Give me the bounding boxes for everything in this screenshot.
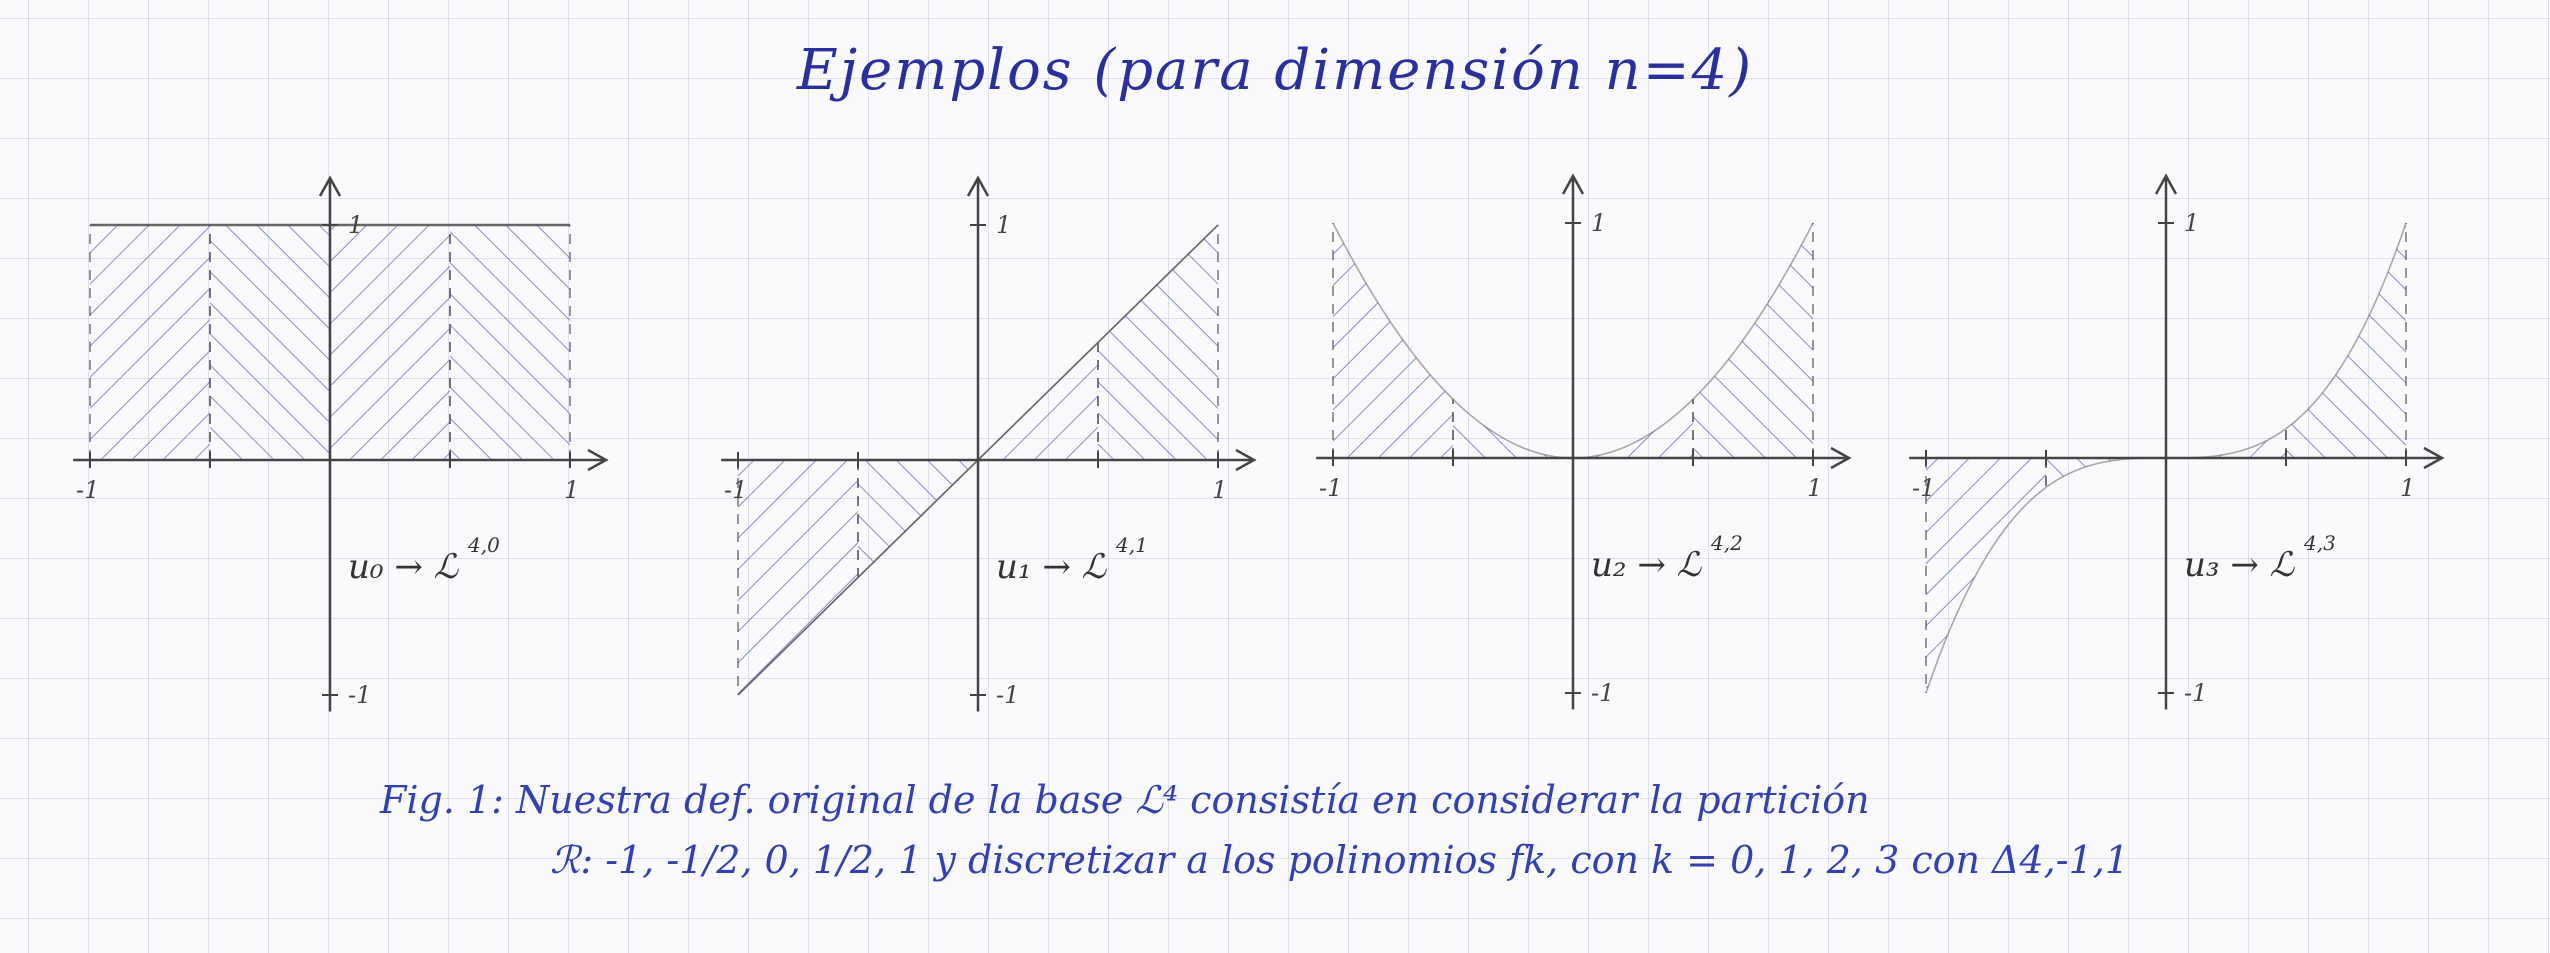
x-tick-label-right: 1 xyxy=(564,476,579,504)
graph-3: -1 1 1 -1 u₃ → ℒ 4,3 xyxy=(1909,173,2445,710)
y-axis-arrow xyxy=(966,175,990,197)
y-tick-label-top: 1 xyxy=(996,211,1011,239)
y-axis-arrow xyxy=(1561,173,1585,195)
hatch-region xyxy=(738,460,858,695)
x-tick-label-right: 1 xyxy=(1807,474,1822,502)
hatch-region xyxy=(1453,399,1573,458)
graph-label: u₁ → ℒ xyxy=(996,547,1108,587)
x-tick-label-right: 1 xyxy=(2400,474,2415,502)
caption-line-1: Fig. 1: Nuestra def. original de la base… xyxy=(380,778,1870,822)
x-tick-label-right: 1 xyxy=(1212,476,1227,504)
x-axis-arrow xyxy=(2423,446,2445,470)
x-axis-arrow xyxy=(1235,448,1257,472)
hatch-region xyxy=(2286,223,2406,458)
x-tick-label-left: -1 xyxy=(1319,474,1342,502)
y-tick-label-top: 1 xyxy=(2184,209,2199,237)
graph-label-superscript: 4,2 xyxy=(1710,531,1743,555)
hatch-region xyxy=(330,225,450,460)
y-tick-label-bottom: -1 xyxy=(2184,679,2207,707)
x-tick-label-left: -1 xyxy=(724,476,747,504)
y-tick-label-bottom: -1 xyxy=(1591,679,1614,707)
graph-label-superscript: 4,3 xyxy=(2303,531,2336,555)
graph-1: -1 1 1 -1 u₁ → ℒ 4,1 xyxy=(721,175,1257,712)
hatch-region xyxy=(2046,458,2166,488)
y-tick-label-bottom: -1 xyxy=(996,681,1019,709)
graph-label-superscript: 4,1 xyxy=(1115,533,1148,557)
hatch-region xyxy=(210,225,330,460)
hatch-region xyxy=(1333,223,1453,458)
hatch-region xyxy=(1573,399,1693,458)
y-tick-label-top: 1 xyxy=(1591,209,1606,237)
graph-0: -1 1 1 -1 u₀ → ℒ 4,0 xyxy=(73,175,609,712)
graph-label: u₀ → ℒ xyxy=(348,547,460,587)
hatch-region xyxy=(450,225,570,460)
x-axis-arrow xyxy=(587,448,609,472)
x-tick-label-left: -1 xyxy=(76,476,99,504)
hatch-region xyxy=(90,225,210,460)
graph-label: u₂ → ℒ xyxy=(1591,545,1703,585)
x-axis-arrow xyxy=(1830,446,1852,470)
x-tick-label-left: -1 xyxy=(1912,474,1935,502)
y-tick-label-bottom: -1 xyxy=(348,681,371,709)
hatch-region xyxy=(1693,223,1813,458)
hatch-region xyxy=(1098,225,1218,460)
caption-line-2: ℛ: -1, -1/2, 0, 1/2, 1 y discretizar a l… xyxy=(550,838,2130,882)
graph-label: u₃ → ℒ xyxy=(2184,545,2296,585)
y-tick-label-top: 1 xyxy=(348,211,363,239)
figure-caption: Fig. 1: Nuestra def. original de la base… xyxy=(380,770,2530,890)
graph-label-superscript: 4,0 xyxy=(467,533,500,557)
graph-2: -1 1 1 -1 u₂ → ℒ 4,2 xyxy=(1316,173,1852,710)
page-title: Ejemplos (para dimensión n=4) xyxy=(796,38,1754,103)
hatch-region xyxy=(1926,458,2046,693)
y-axis-arrow xyxy=(2154,173,2178,195)
y-axis-arrow xyxy=(318,175,342,197)
hatch-region xyxy=(2166,428,2286,458)
